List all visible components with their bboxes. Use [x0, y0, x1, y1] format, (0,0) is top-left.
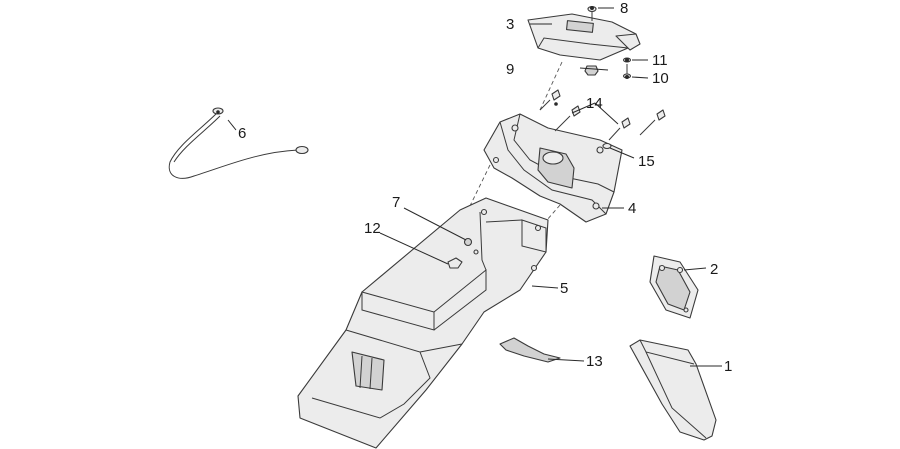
callout-8: 8 — [620, 0, 628, 17]
part-3-top-cover — [527, 13, 641, 61]
assembly-line-mid-right — [539, 204, 561, 229]
callout-1: 1 — [724, 358, 732, 375]
callout-2: 2 — [710, 261, 718, 278]
callout-3: 3 — [506, 16, 514, 33]
part-9-nut — [584, 65, 599, 76]
assembly-line-top — [539, 61, 563, 111]
part-7-grommet — [463, 237, 473, 247]
callout-10: 10 — [652, 70, 669, 87]
part-12-clip — [447, 257, 463, 269]
leader-lines — [216, 6, 722, 367]
callout-15: 15 — [638, 153, 655, 170]
callout-12: 12 — [364, 220, 381, 237]
part-13-strip — [499, 337, 561, 363]
callout-11: 11 — [652, 52, 668, 69]
assembly-line-mid-left — [467, 164, 491, 211]
callout-labels: 3 8 9 11 10 6 14 15 4 7 12 5 2 13 1 — [238, 0, 732, 375]
part-6-wire — [168, 107, 309, 179]
part-1-mudflap — [629, 339, 717, 441]
callout-6: 6 — [238, 125, 246, 142]
callout-13: 13 — [586, 353, 603, 370]
callout-9: 9 — [506, 61, 514, 78]
callout-4: 4 — [628, 200, 636, 217]
callout-14: 14 — [586, 95, 603, 112]
part-5-rear-fender — [297, 197, 549, 449]
part-15-washer — [602, 142, 612, 150]
part-2-plate-bracket — [649, 255, 699, 319]
callout-7: 7 — [392, 194, 400, 211]
callout-5: 5 — [560, 280, 568, 297]
